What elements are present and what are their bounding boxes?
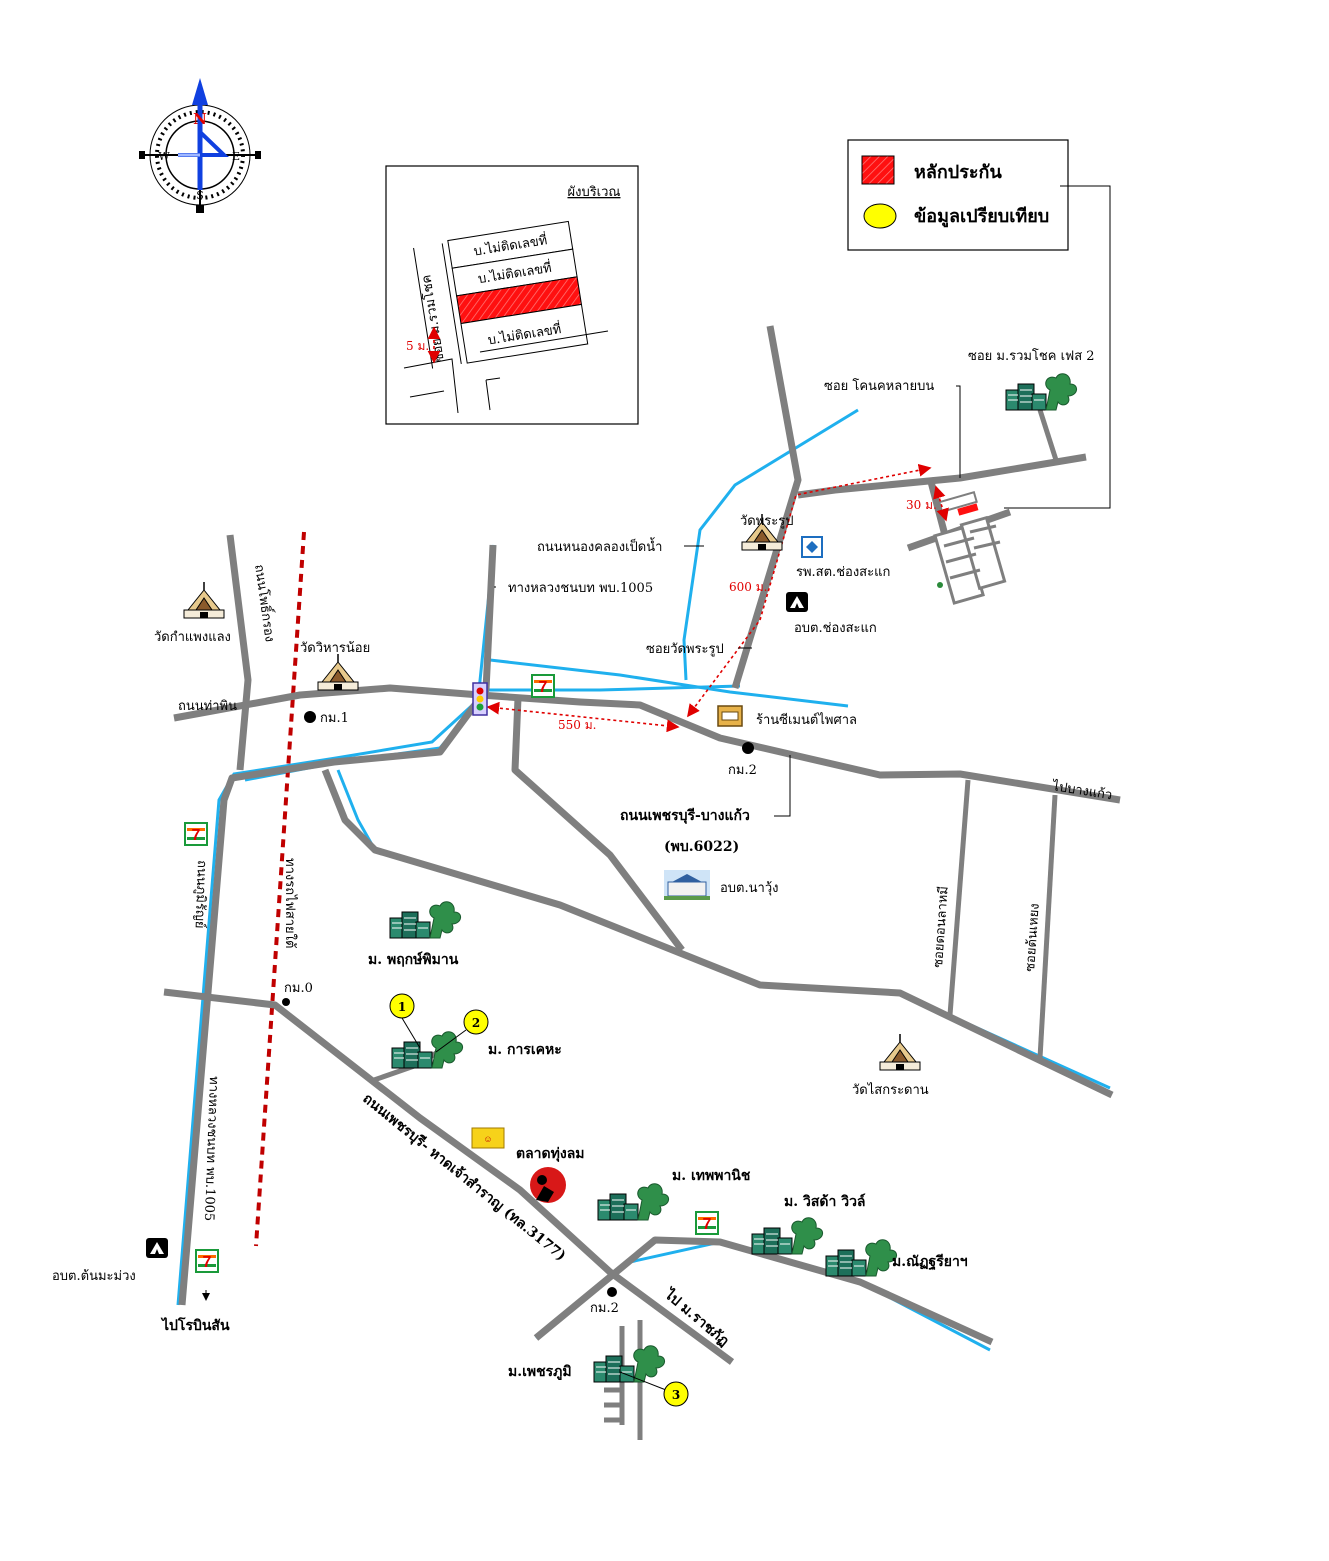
- label-soi-ruamchok: ซอย ม.รวมโชค เฟส 2: [968, 348, 1095, 364]
- village-icon: [389, 901, 462, 939]
- svg-text:1: 1: [398, 1000, 406, 1014]
- label-wat-phrarup: วัดพระรูป: [740, 514, 794, 529]
- temple-icon: [317, 653, 359, 691]
- distance-annotations: 600 ม. 550 ม. 30 ม.: [486, 463, 949, 733]
- subdivision-collateral: [906, 477, 1012, 605]
- label-moo-wisada: ม. วิสด้า วิวล์: [784, 1193, 866, 1210]
- compass-w: W: [158, 150, 170, 163]
- label-rd-phetburi-bangkaew: ถนนเพชรบุรี-บางแก้ว: [620, 808, 750, 824]
- legend: หลักประกัน ข้อมูลเปรียบเทียบ: [847, 139, 1111, 509]
- road-network: [163, 325, 1121, 1440]
- village-icon: [825, 1239, 898, 1277]
- label-to-bangkaew: ไปบางแก้ว: [1050, 778, 1113, 803]
- label-hwy-1005-bottom: ทางหลวงชนบท พบ.1005: [201, 1076, 221, 1222]
- label-moo-natthariya: ม.ณัฏฐรียาฯ: [892, 1254, 968, 1271]
- seven-eleven-icon: [195, 1249, 219, 1273]
- village-icon: [391, 1031, 464, 1069]
- label-railway: ทางรถไฟสายใต้: [282, 858, 298, 948]
- label-soi-khonthai: ซอย โคนคหลายบน: [824, 378, 934, 394]
- hospital-icon: [801, 536, 823, 558]
- label-moo-phruksa: ม. พฤกษ์พิมาน: [368, 951, 459, 968]
- distance-600: 600 ม.: [729, 580, 767, 594]
- seven-eleven-icon: [184, 822, 208, 846]
- label-hwy-1005-top: ทางหลวงชนบท พบ.1005: [508, 581, 653, 596]
- legend-comparison-swatch: [863, 203, 897, 229]
- inset-site-plan: ผังบริเวณ บ.ไม่ติดเลขที่ บ.ไม่ติดเลขที่ …: [385, 165, 639, 425]
- village-icon: [593, 1345, 666, 1383]
- seven-eleven-icon: [531, 674, 555, 698]
- label-rd-thaphin: ถนนท่าพิน: [178, 699, 237, 714]
- shop-icon: [717, 705, 743, 727]
- km2-top-marker: [742, 742, 754, 754]
- label-km0: กม.0: [284, 981, 313, 996]
- comparison-marker-3: 3: [619, 1371, 689, 1407]
- distance-30: 30 ม.: [906, 498, 937, 512]
- comparison-marker-2: 2: [435, 1009, 489, 1053]
- legend-collateral-swatch: [861, 155, 895, 185]
- railway-line: [254, 531, 306, 1247]
- legend-collateral-label: หลักประกัน: [914, 162, 1002, 183]
- label-moo-phetphum: ม.เพชรภูมิ: [508, 1364, 572, 1380]
- label-wat-kamphaeng: วัดกำแพงแลง: [154, 630, 231, 645]
- label-hospital: รพ.สต.ช่องสะแก: [796, 565, 890, 580]
- inset-lot-bottom: [460, 303, 589, 364]
- svg-text:2: 2: [472, 1016, 480, 1030]
- inset-title: ผังบริเวณ: [567, 185, 620, 200]
- compass-n: N: [193, 110, 207, 128]
- label-obt-narung: อบต.นาวุ้ง: [720, 881, 778, 896]
- legend-comparison-label: ข้อมูลเปรียบเทียบ: [914, 206, 1049, 228]
- obt-office-icon: [786, 592, 808, 612]
- label-km1: กม.1: [320, 711, 349, 726]
- km1-marker: [304, 711, 316, 723]
- village-icon: [597, 1183, 670, 1221]
- svg-text:☺: ☺: [483, 1134, 492, 1144]
- temple-icon: [879, 1033, 921, 1071]
- km2-bottom-marker: [607, 1287, 617, 1297]
- km0-marker: [282, 998, 290, 1006]
- obt-narung-building-icon: [664, 870, 710, 900]
- label-rd-phupirom: ถนนภูมิรัญย์: [192, 860, 210, 929]
- compass-e: E: [232, 150, 240, 163]
- compass-s: S: [196, 189, 204, 202]
- label-moo-karnkeha: ม. การเคหะ: [488, 1042, 562, 1058]
- svg-text:3: 3: [672, 1388, 680, 1402]
- label-rd-nongklong: ถนนหนองคลองเป็ดน้ำ: [537, 537, 662, 555]
- village-icon: [1005, 373, 1078, 411]
- collateral-plot: [957, 503, 979, 516]
- label-rd-6022: (พบ.6022): [664, 839, 739, 855]
- label-market: ตลาดทุ่งลม: [516, 1146, 585, 1162]
- label-soi-tonnoeng: ซอยต้นเหยง: [1023, 903, 1043, 972]
- label-soi-wat-phrarup: ซอยวัดพระรูป: [646, 642, 724, 657]
- label-km2-top: กม.2: [728, 763, 757, 778]
- comparison-marker-1: 1: [389, 993, 421, 1049]
- label-wat-wiharn: วัดวิหารน้อย: [300, 641, 370, 656]
- compass-rose-icon: N S E W: [139, 78, 261, 213]
- label-cement-shop: ร้านซีเมนต์ไพศาล: [756, 712, 857, 728]
- obt-office-icon: [146, 1238, 168, 1258]
- label-wat-saikradan: วัดไสกระดาน: [852, 1082, 929, 1098]
- traffic-light-icon: [472, 682, 488, 716]
- seven-eleven-icon: [695, 1211, 719, 1235]
- temple-icon: [183, 581, 225, 619]
- label-soi-donlamee: ซอยดอนลาหมี: [930, 886, 952, 969]
- label-obt-tonmamuang: อบต.ต้นมะม่วง: [52, 1269, 136, 1284]
- label-rd-phoekrong: ถนนโพธิ์กรอง: [251, 563, 280, 643]
- market-icon: [530, 1167, 566, 1203]
- distance-550: 550 ม.: [558, 718, 596, 732]
- inset-distance: 5 ม.: [406, 339, 429, 353]
- market-logo-icon: ☺: [471, 1127, 505, 1149]
- label-km2-bottom: กม.2: [590, 1301, 619, 1316]
- label-obt-chongsakae: อบต.ช่องสะแก: [794, 621, 877, 636]
- label-to-airport: ไปโรบินสัน: [160, 1316, 230, 1334]
- label-moo-thepphanit: ม. เทพพานิช: [672, 1168, 751, 1184]
- village-icon: [751, 1217, 824, 1255]
